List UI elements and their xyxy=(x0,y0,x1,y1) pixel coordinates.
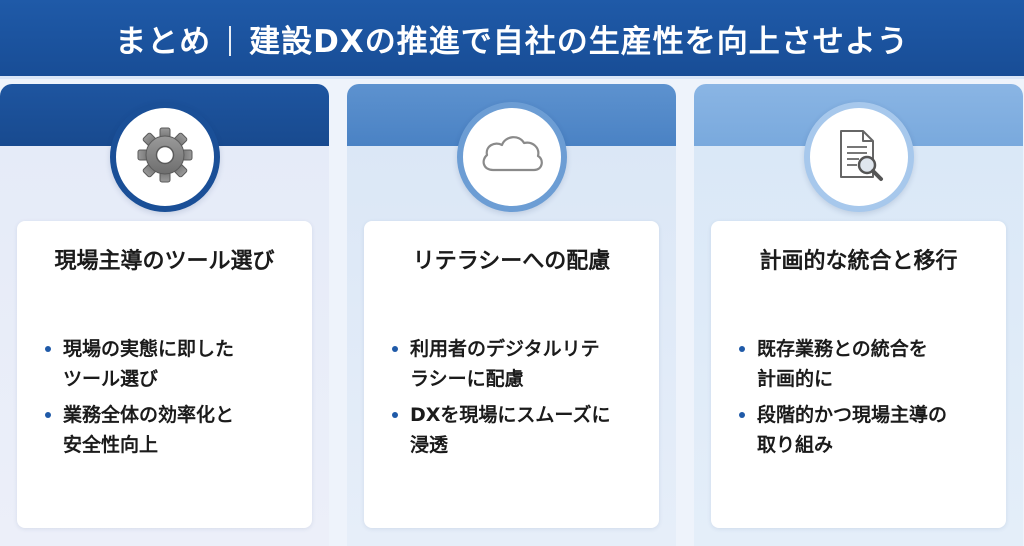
card-title: 計画的な統合と移行 xyxy=(759,249,958,274)
cloud-icon xyxy=(477,130,547,184)
icon-circle xyxy=(456,102,567,212)
page-title: まとめ建設DXの推進で自社の生産性を向上させよう xyxy=(115,16,909,61)
card-title: 現場主導のツール選び xyxy=(54,249,275,274)
bullet-list: 利用者のデジタルリテ ラシーに配慮 DXを現場にスムーズに 浸透 xyxy=(392,334,652,466)
column-3: 計画的な統合と移行 既存業務との統合を 計画的に 段階的かつ現場主導の 取り組み xyxy=(694,84,1023,546)
list-item: 段階的かつ現場主導の 取り組み xyxy=(739,400,999,460)
gear-icon xyxy=(135,125,195,189)
list-item: 現場の実態に即した ツール選び xyxy=(45,334,305,394)
bullet-list: 現場の実態に即した ツール選び 業務全体の効率化と 安全性向上 xyxy=(45,334,305,466)
document-search-icon xyxy=(829,125,889,189)
list-item: DXを現場にスムーズに 浸透 xyxy=(392,400,652,460)
list-item: 業務全体の効率化と 安全性向上 xyxy=(45,400,305,460)
sparkle-icon xyxy=(918,444,950,476)
column-1: 現場主導のツール選び 現場の実態に即した ツール選び 業務全体の効率化と 安全性… xyxy=(0,84,329,546)
card-title: リテラシーへの配慮 xyxy=(412,249,611,274)
list-item: 既存業務との統合を 計画的に xyxy=(739,334,999,394)
icon-circle xyxy=(803,102,914,212)
content-card: 計画的な統合と移行 既存業務との統合を 計画的に 段階的かつ現場主導の 取り組み xyxy=(711,221,1006,528)
sparkle-icon xyxy=(964,484,1006,526)
title-right: 建設DXの推進で自社の生産性を向上させよう xyxy=(249,23,909,60)
list-item: 利用者のデジタルリテ ラシーに配慮 xyxy=(392,334,652,394)
header-bar: まとめ建設DXの推進で自社の生産性を向上させよう xyxy=(0,0,1024,79)
content-card: リテラシーへの配慮 利用者のデジタルリテ ラシーに配慮 DXを現場にスムーズに … xyxy=(364,221,659,528)
title-left: まとめ xyxy=(115,23,212,60)
bullet-list: 既存業務との統合を 計画的に 段階的かつ現場主導の 取り組み xyxy=(739,334,999,466)
content-card: 現場主導のツール選び 現場の実態に即した ツール選び 業務全体の効率化と 安全性… xyxy=(17,221,312,528)
column-2: リテラシーへの配慮 利用者のデジタルリテ ラシーに配慮 DXを現場にスムーズに … xyxy=(347,84,676,546)
title-separator xyxy=(229,25,232,56)
icon-circle xyxy=(109,102,220,212)
